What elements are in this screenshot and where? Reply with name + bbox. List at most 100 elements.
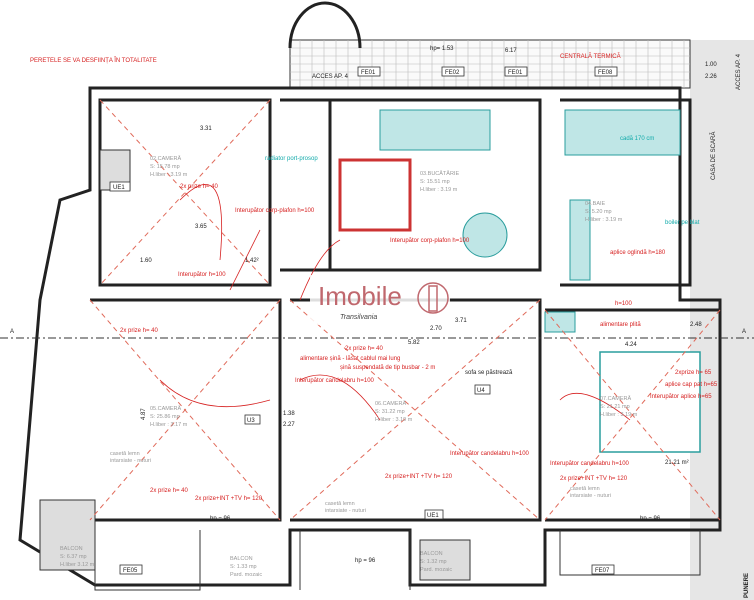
svg-text:U4: U4 [477, 388, 485, 394]
dim: 6.17 [505, 48, 517, 54]
svg-text:UE1: UE1 [427, 513, 439, 519]
dim: 1.60 [140, 258, 152, 264]
room-name: 02.CAMERĂ [150, 155, 182, 162]
room-h: Pard. mozaic [230, 572, 262, 578]
svg-text:2x prize+INT +TV h= 120: 2x prize+INT +TV h= 120 [195, 496, 263, 502]
svg-text:UE1: UE1 [113, 185, 125, 191]
bed [599, 351, 701, 453]
watermark-logo: Imobile Transilvania [310, 275, 450, 325]
svg-text:FE02: FE02 [445, 70, 460, 76]
svg-text:alimentare plită: alimentare plită [600, 322, 641, 328]
room-area: S: 31.22 mp [375, 409, 405, 415]
room-h: H.liber : 3.19 m [150, 172, 188, 178]
room-h: H.liber : 3.19 m [420, 187, 458, 193]
dim: 3.65 [195, 224, 207, 230]
svg-text:2xprize h= 65: 2xprize h= 65 [675, 370, 712, 376]
svg-text:Interupător candelabru h=100: Interupător candelabru h=100 [295, 378, 375, 384]
room-name: BALCON [60, 546, 83, 552]
room-area: S: 21.21 mp [600, 404, 630, 410]
svg-text:2x prize h= 40: 2x prize h= 40 [180, 184, 219, 190]
dim: 2.70 [430, 326, 442, 332]
room-h: H.liber 3.12 m [60, 562, 95, 568]
svg-text:CENTRALĂ TERMICĂ: CENTRALĂ TERMICĂ [560, 53, 621, 60]
room-area: S: 25.86 mp [150, 414, 180, 420]
svg-text:2x prize h= 40: 2x prize h= 40 [150, 488, 189, 494]
svg-text:radiator port-prosop: radiator port-prosop [265, 156, 318, 162]
terrace-grid [288, 1, 691, 89]
dim: hp = 96 [210, 516, 231, 522]
logo-subtitle: Transilvania [340, 314, 377, 321]
svg-text:FE05: FE05 [123, 568, 138, 574]
room-area: S: 1.32 mp [420, 559, 447, 565]
svg-text:sofa se păstrează: sofa se păstrează [465, 370, 513, 376]
window-tags: FE01 FE02 FE01 FE08 UE1 U4 U3 FE05 FE07 … [109, 66, 618, 575]
svg-text:FE08: FE08 [598, 70, 613, 76]
window-tag: FE07 [591, 564, 615, 575]
svg-text:boiler pe blat: boiler pe blat [665, 220, 700, 226]
svg-text:cadă 170 cm: cadă 170 cm [620, 136, 654, 142]
dim: 2.48 [690, 322, 702, 328]
room-name: 03.BUCĂTĂRIE [420, 170, 459, 177]
room-area: S: 6.37 mp [60, 554, 87, 560]
window-tag: UE1 [424, 509, 444, 520]
chimney [338, 158, 412, 232]
plan-title: PUNERE [744, 573, 750, 598]
access-label: ACCES AP. 4 [312, 74, 349, 80]
svg-text:h=100: h=100 [615, 301, 633, 307]
room-name: 05.CAMERĂ [150, 405, 182, 412]
stair-hall-area [690, 40, 754, 600]
svg-text:aplice cap pat h=65: aplice cap pat h=65 [665, 382, 718, 388]
room-h: H.liber : 3.17 m [150, 422, 188, 428]
svg-text:șină suspendată de tip busbar: șină suspendată de tip busbar - 2 m [340, 365, 435, 371]
window-tag: FE05 [119, 564, 143, 575]
dim: 2.27 [283, 422, 295, 428]
room-area: S: 5.20 mp [585, 209, 612, 215]
room-name: BALCON [420, 551, 443, 557]
dim: 4.24 [625, 342, 637, 348]
window-tag: FE01 [504, 66, 528, 77]
svg-text:Interupător h=100: Interupător h=100 [178, 272, 226, 278]
logo-brand: Imobile [318, 281, 402, 311]
svg-text:2x prize h= 40: 2x prize h= 40 [120, 328, 159, 334]
svg-text:Interupător corp-plafon h=100: Interupător corp-plafon h=100 [235, 208, 315, 214]
window-tag: U4 [474, 384, 491, 395]
walls [0, 86, 754, 591]
stair-hall-label: CASA DE SCARĂ [710, 132, 717, 180]
section-marker-left: A [10, 329, 14, 335]
section-marker-right: A [742, 329, 746, 335]
svg-text:U3: U3 [247, 418, 255, 424]
svg-text:casetă lemn: casetă lemn [325, 501, 355, 507]
window-tag: UE1 [109, 181, 131, 192]
svg-text:PERETELE SE VA DESFIINȚA ÎN TO: PERETELE SE VA DESFIINȚA ÎN TOTALITATE [30, 57, 157, 64]
dim: 3.31 [200, 126, 212, 132]
dim: 21.21 m² [665, 460, 689, 466]
dim: 1.38 [283, 411, 295, 417]
svg-text:aplice oglindă h=180: aplice oglindă h=180 [610, 250, 666, 256]
svg-text:intarsiate - nuturi: intarsiate - nuturi [570, 493, 611, 499]
labels: ACCES AP. 4 ACCES AP. 4 CASA DE SCARĂ PU… [10, 46, 750, 598]
svg-text:Interupător aplice h=65: Interupător aplice h=65 [650, 394, 712, 400]
svg-text:FE01: FE01 [361, 70, 376, 76]
svg-text:FE07: FE07 [595, 568, 610, 574]
svg-text:casetă lemn: casetă lemn [570, 486, 600, 492]
svg-text:2x prize+INT +TV h= 120: 2x prize+INT +TV h= 120 [560, 476, 628, 482]
room-name: 07.CAMERĂ [600, 395, 632, 402]
room-area: S: 1.33 mp [230, 564, 257, 570]
svg-text:casetă lemn: casetă lemn [110, 451, 140, 457]
window-tag: FE08 [594, 66, 618, 77]
dining-table [462, 212, 508, 258]
svg-text:Interupător candelabru h=100: Interupător candelabru h=100 [550, 461, 630, 467]
dim: 3.71 [455, 318, 467, 324]
svg-text:2x prize h= 40: 2x prize h= 40 [345, 346, 384, 352]
svg-text:intarsiate - nuturi: intarsiate - nuturi [325, 508, 366, 514]
room-diagonals [89, 99, 721, 521]
dim: 1.42² [245, 258, 259, 264]
window-tag: FE02 [441, 66, 465, 77]
svg-text:2x prize+INT +TV h= 120: 2x prize+INT +TV h= 120 [385, 474, 453, 480]
room-area: S: 15.51 mp [420, 179, 450, 185]
window-tag: FE01 [357, 66, 381, 77]
dim: 4.87 [141, 408, 147, 420]
access-label-right: ACCES AP. 4 [736, 53, 742, 90]
svg-text:Interupător corp-plafon h=100: Interupător corp-plafon h=100 [390, 238, 470, 244]
